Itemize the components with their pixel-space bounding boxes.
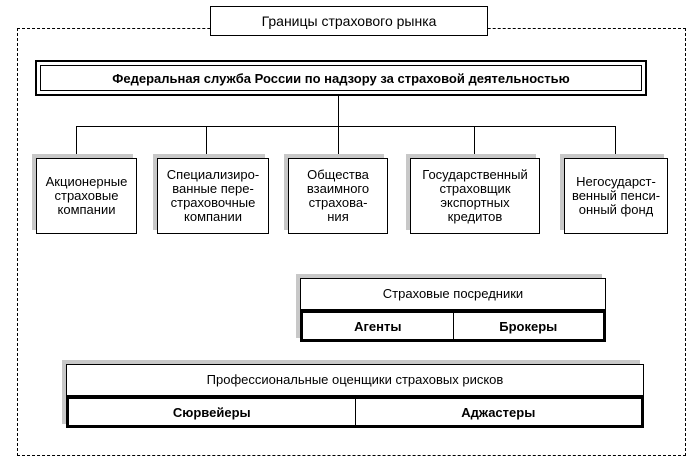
- connector-drop-4: [474, 126, 475, 160]
- assessors-items: Сюрвейеры Аджастеры: [66, 396, 644, 428]
- connector-drop-3: [338, 126, 339, 160]
- surveyors-cell: Сюрвейеры: [69, 399, 356, 425]
- federal-service-frame: Федеральная служба России по надзору за …: [35, 60, 647, 96]
- institution-box-mutual: Общества взаимного страхова- ния: [288, 158, 388, 234]
- assessors-group: Профессиональные оценщики страховых риск…: [66, 364, 644, 428]
- market-boundary-label: Границы страхового рынка: [210, 6, 488, 36]
- connector-drop-2: [206, 126, 207, 160]
- institution-box-export-credit: Государственный страховщик экспортных кр…: [410, 158, 540, 234]
- federal-service-box: Федеральная служба России по надзору за …: [40, 65, 642, 91]
- intermediaries-items: Агенты Брокеры: [300, 310, 606, 342]
- connector-drop-1: [76, 126, 77, 160]
- connector-trunk: [338, 96, 339, 126]
- institution-box-reinsurance: Специализиро- ванные пере- страховочные …: [157, 158, 269, 234]
- agents-cell: Агенты: [303, 313, 454, 339]
- intermediaries-group: Страховые посредники Агенты Брокеры: [300, 278, 606, 342]
- intermediaries-title: Страховые посредники: [300, 278, 606, 310]
- connector-drop-5: [615, 126, 616, 160]
- adjusters-cell: Аджастеры: [461, 404, 536, 420]
- institution-box-pension-fund: Негосударст- венный пенси- онный фонд: [564, 158, 668, 234]
- connector-bus: [76, 126, 616, 127]
- brokers-cell: Брокеры: [499, 318, 558, 334]
- federal-service-label: Федеральная служба России по надзору за …: [112, 70, 570, 86]
- institution-box-joint-stock: Акционерные страховые компании: [36, 158, 137, 234]
- assessors-title: Профессиональные оценщики страховых риск…: [66, 364, 644, 396]
